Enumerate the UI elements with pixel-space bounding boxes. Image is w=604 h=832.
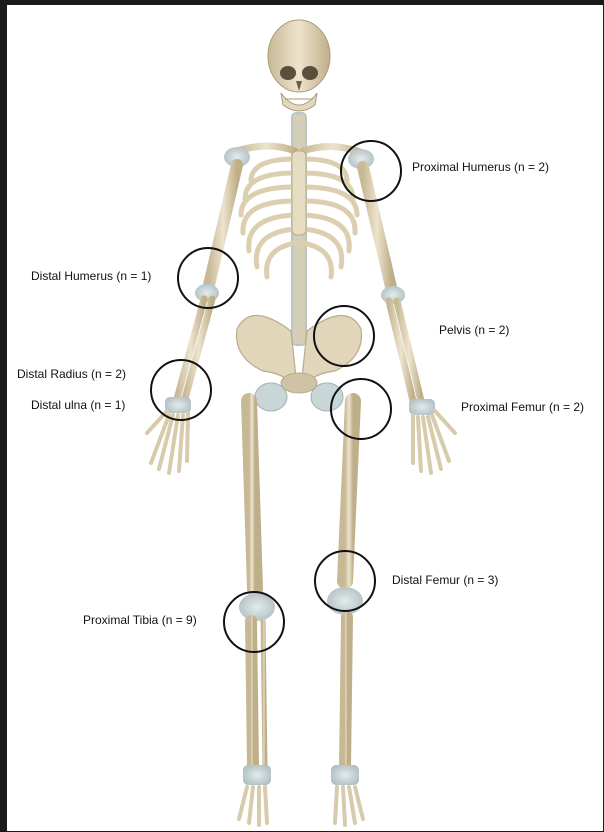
skull [268,20,330,111]
label-distal-radius: Distal Radius (n = 2) [17,367,126,381]
arm-right-side [348,149,455,473]
label-proximal-humerus: Proximal Humerus (n = 2) [412,160,549,174]
arm-left-side [147,147,250,473]
label-proximal-tibia: Proximal Tibia (n = 9) [83,613,197,627]
leg-left-side [239,401,275,825]
circle-proximal-femur [331,379,391,439]
label-distal-femur: Distal Femur (n = 3) [392,573,498,587]
label-distal-humerus: Distal Humerus (n = 1) [31,269,151,283]
label-proximal-femur: Proximal Femur (n = 2) [461,400,584,414]
leg-right-side [327,401,363,825]
label-pelvis: Pelvis (n = 2) [439,323,509,337]
label-distal-ulna: Distal ulna (n = 1) [31,398,125,412]
